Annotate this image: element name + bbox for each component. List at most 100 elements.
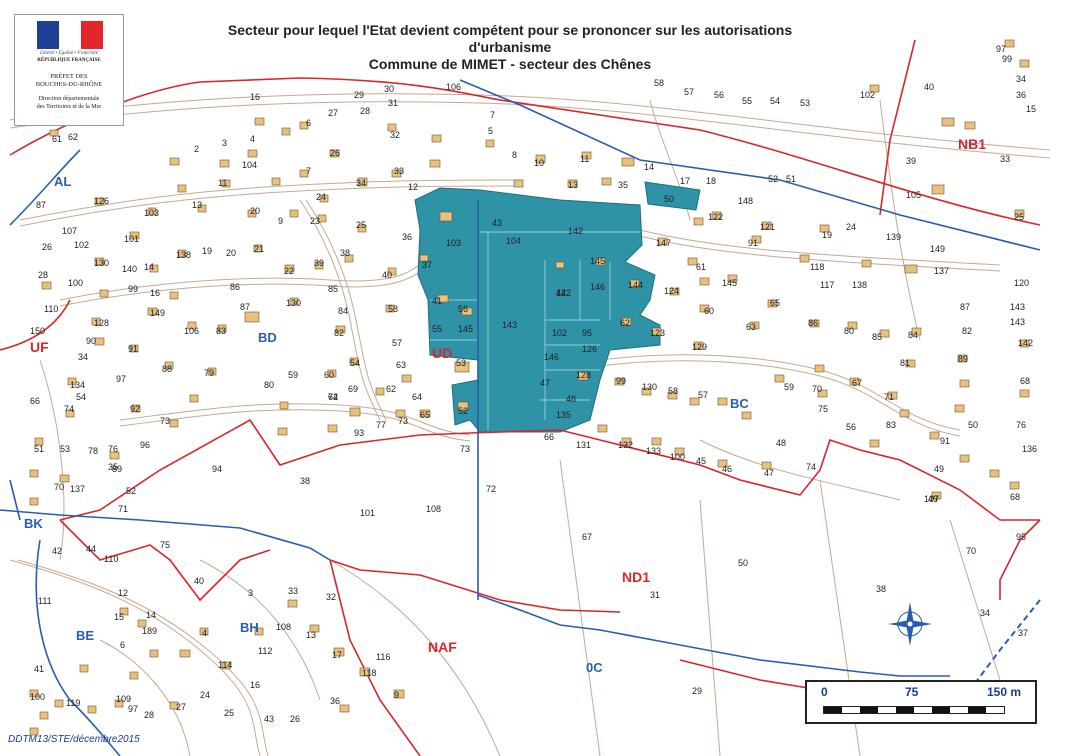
parcel-number: 128 [94, 318, 109, 328]
parcel-number: 19 [822, 230, 832, 240]
parcel-number: 9 [394, 690, 399, 700]
title-line-2: d'urbanisme [468, 39, 552, 55]
parcel-number: 14 [146, 610, 156, 620]
parcel-number: 124 [664, 286, 679, 296]
parcel-number: 150 [30, 326, 45, 336]
parcel-number: 129 [692, 342, 707, 352]
parcel-number: 73 [398, 416, 408, 426]
parcel-number: 25 [356, 220, 366, 230]
parcel-number: 8 [512, 150, 517, 160]
parcel-number: 123 [650, 328, 665, 338]
parcel-number: 41 [34, 664, 44, 674]
parcel-number: 76 [108, 444, 118, 454]
parcel-number: 60 [324, 370, 334, 380]
parcel-number: 47 [540, 378, 550, 388]
parcel-number: 140 [122, 264, 137, 274]
parcel-number: 137 [934, 266, 949, 276]
parcel-number: 139 [886, 232, 901, 242]
parcel-number: 36 [1016, 90, 1026, 100]
parcel-number: 33 [394, 166, 404, 176]
parcel-number: 50 [664, 194, 674, 204]
parcel-number: 54 [350, 358, 360, 368]
zone-label-0c: 0C [586, 660, 603, 675]
parcel-number: 36 [330, 696, 340, 706]
parcel-number: 26 [330, 148, 340, 158]
parcel-number: 91 [748, 238, 758, 248]
parcel-number: 71 [118, 504, 128, 514]
parcel-number: 97 [128, 704, 138, 714]
parcel-number: 31 [650, 590, 660, 600]
parcel-number: 75 [818, 404, 828, 414]
french-flag-icon [37, 21, 103, 49]
parcel-number: 58 [388, 304, 398, 314]
parcel-number: 45 [696, 456, 706, 466]
parcel-number: 67 [852, 378, 862, 388]
zone-labels: NB1 UF UD ND1 NAF AL BD BC BK BE BH 0C [24, 136, 986, 675]
parcel-number: 97 [116, 374, 126, 384]
parcel-number: 26 [42, 242, 52, 252]
parcel-number: 85 [872, 332, 882, 342]
zone-label-bc: BC [730, 396, 749, 411]
parcel-number: 3 [222, 138, 227, 148]
parcel-number: 38 [876, 584, 886, 594]
parcel-number: 105 [906, 190, 921, 200]
parcel-number: 106 [446, 82, 461, 92]
parcel-number: 73 [460, 444, 470, 454]
parcel-number: 16 [150, 288, 160, 298]
parcel-number: 13 [306, 630, 316, 640]
parcel-number: 24 [200, 690, 210, 700]
parcel-number: 7 [306, 166, 311, 176]
parcel-number: 122 [708, 212, 723, 222]
parcel-number: 149 [150, 308, 165, 318]
logo-prefect-line-1: PRÉFET DES [50, 73, 88, 80]
parcel-number: 130 [286, 298, 301, 308]
parcel-number: 33 [1000, 154, 1010, 164]
parcel-number: 14 [644, 162, 654, 172]
parcel-number: 15 [1026, 104, 1036, 114]
parcel-number: 104 [506, 236, 521, 246]
parcel-number: 53 [60, 444, 70, 454]
parcel-number: 148 [738, 196, 753, 206]
parcel-number: 58 [654, 78, 664, 88]
parcel-number: 7 [490, 110, 495, 120]
parcel-number: 2 [194, 144, 199, 154]
parcel-number: 34 [1016, 74, 1026, 84]
parcel-number: 142 [1018, 338, 1033, 348]
parcel-number: 6 [306, 118, 311, 128]
parcel-number: 143 [502, 320, 517, 330]
parcel-number: 29 [354, 90, 364, 100]
parcel-number: 57 [684, 87, 694, 97]
parcel-number: 53 [456, 358, 466, 368]
parcel-number: 48 [566, 394, 576, 404]
parcel-number: 62 [620, 318, 630, 328]
parcel-number: 32 [326, 592, 336, 602]
parcel-number: 146 [590, 282, 605, 292]
parcel-number: 5 [488, 126, 493, 136]
parcel-number: 34 [980, 608, 990, 618]
logo-prefect-line-2: BOUCHES-DU-RHÔNE [35, 81, 103, 88]
scale-box: 0 75 150 m [805, 680, 1037, 724]
parcel-number: 91 [940, 436, 950, 446]
parcel-number: 145 [458, 324, 473, 334]
parcel-number: 95 [582, 328, 592, 338]
parcel-number: 20 [226, 248, 236, 258]
parcel-number: 138 [852, 280, 867, 290]
parcel-number: 57 [392, 338, 402, 348]
parcel-number: 142 [568, 226, 583, 236]
parcel-number: 22 [284, 266, 294, 276]
parcel-number: 87 [960, 302, 970, 312]
parcel-number: 27 [328, 108, 338, 118]
parcel-number: 95 [1016, 532, 1026, 542]
zone-label-al: AL [54, 174, 71, 189]
parcel-number: 65 [770, 298, 780, 308]
parcel-number: 83 [216, 326, 226, 336]
parcel-number: 38 [300, 476, 310, 486]
parcel-number: 103 [144, 208, 159, 218]
parcel-number: 35 [618, 180, 628, 190]
zone-label-naf: NAF [428, 639, 457, 655]
parcel-number: 46 [722, 464, 732, 474]
competence-sector-main [414, 187, 661, 433]
parcel-number: 43 [492, 218, 502, 228]
parcel-number: 86 [230, 282, 240, 292]
parcel-number: 132 [618, 440, 633, 450]
